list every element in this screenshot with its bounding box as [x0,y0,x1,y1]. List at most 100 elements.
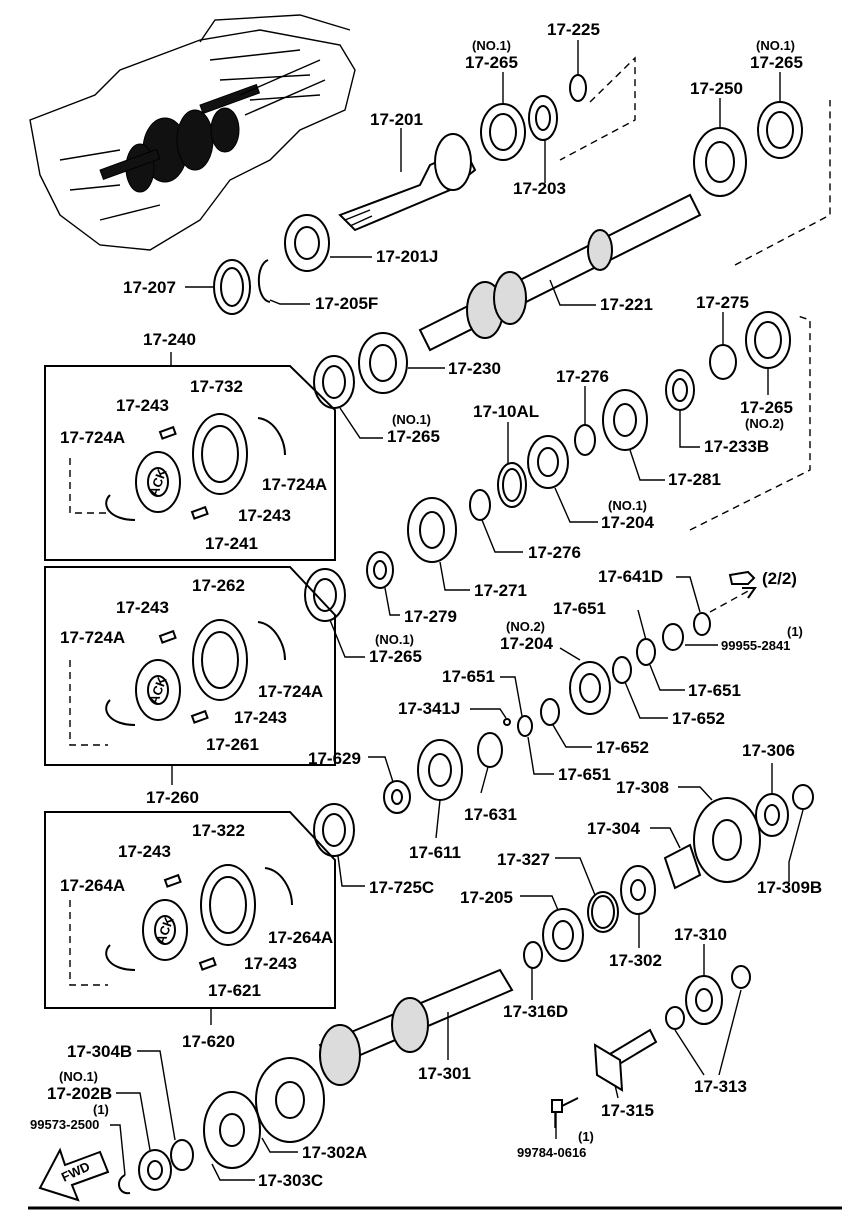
ball-17-341J [503,718,511,726]
label-17-611: 17-611 [409,843,461,862]
bearing-17-205 [542,908,584,962]
shaft-17-315 [593,1028,658,1092]
label-17-221: 17-221 [600,295,653,314]
washer-17-652-b [540,698,560,726]
label-17-204-b: 17-204 [500,634,553,653]
label-17-620: 17-620 [182,1032,235,1051]
snap-ring-17-205F [257,259,271,303]
label-17-281: 17-281 [668,470,721,489]
fwd-arrow-icon [38,1147,110,1202]
label-17-641D: 17-641D [598,567,663,586]
main-shaft-17-221 [418,193,702,352]
label-17-204-b-no: (NO.2) [506,619,545,634]
label-17-204-a: 17-204 [601,513,654,532]
gear-17-310 [685,975,723,1025]
bearing-17-233B [665,369,695,411]
gear-17-302 [620,865,656,915]
label-2-2: (2/2) [762,569,797,588]
label-99955-qty: (1) [787,624,803,639]
ring-17-316D [523,941,543,969]
bearing-17-204-b [569,661,611,715]
group-brackets [559,56,831,531]
synchronizer-ring-17-265-a [480,103,526,161]
transmission-case-illustration [29,14,356,251]
label-17-652-a: 17-652 [672,709,725,728]
label-17-732: 17-732 [190,377,243,396]
washer-17-313-a [731,965,751,989]
label-17-243-f: 17-243 [244,954,297,973]
label-17-724A-c: 17-724A [60,628,125,647]
label-17-243-b: 17-243 [238,506,291,525]
arrow-to-2-2 [709,587,757,613]
ring-99573-2500 [118,1174,131,1195]
part-labels: 17-225 (NO.1) 17-265 (NO.1) 17-265 17-20… [30,20,822,1190]
label-17-230: 17-230 [448,359,501,378]
label-17-652-b: 17-652 [596,738,649,757]
gear-17-271 [407,497,457,563]
ring-17-651-c [517,715,533,737]
box-17-260 [44,566,336,785]
synchronizer-ring-17-265-d [745,311,791,369]
input-shaft-17-201 [338,133,477,232]
label-17-205: 17-205 [460,888,513,907]
label-99573-2500: 99573-2500 [30,1117,99,1132]
label-17-225: 17-225 [547,20,600,39]
ring-17-225 [569,74,587,102]
label-17-10AL: 17-10AL [473,402,539,421]
label-17-271: 17-271 [474,581,527,600]
washer-17-652-a [612,656,632,684]
washer-17-313-b [665,1006,685,1030]
bearing-17-279 [366,551,394,589]
label-17-304: 17-304 [587,819,640,838]
label-17-301: 17-301 [418,1064,471,1083]
reverse-gear-17-303C [203,1091,261,1169]
shim-17-10AL [497,462,527,508]
label-17-315: 17-315 [601,1101,654,1120]
label-17-243-a: 17-243 [116,396,169,415]
label-17-264A-b: 17-264A [268,928,333,947]
label-17-306: 17-306 [742,741,795,760]
label-17-651-d: 17-651 [558,765,611,784]
label-17-265-e-no: (NO.1) [375,632,414,647]
ring-17-327 [587,891,619,933]
nut-17-629 [383,780,411,814]
bushing-17-275 [709,344,737,380]
bearing-17-203 [528,95,558,141]
label-17-243-c: 17-243 [116,598,169,617]
gear-17-230 [358,332,408,394]
gear-17-250 [693,127,747,197]
label-17-265-d: 17-265 [740,398,793,417]
label-17-275: 17-275 [696,293,749,312]
label-17-262: 17-262 [192,576,245,595]
label-99955-2841: 99955-2841 [721,638,790,653]
label-17-310: 17-310 [674,925,727,944]
label-17-265-e: 17-265 [369,647,422,666]
label-17-651-c: 17-651 [442,667,495,686]
label-17-265-a-no: (NO.1) [472,38,511,53]
bearing-17-306 [755,793,789,837]
label-17-265-b: 17-265 [750,53,803,72]
label-17-302: 17-302 [609,951,662,970]
label-17-341J: 17-341J [398,699,460,718]
label-17-203: 17-203 [513,179,566,198]
ring-17-631 [477,732,503,768]
label-17-265-c: 17-265 [387,427,440,446]
gear-17-308 [693,797,761,883]
label-17-621: 17-621 [208,981,261,1000]
gear-17-611 [417,739,463,801]
label-17-204-a-no: (NO.1) [608,498,647,513]
ring-99955-2841 [662,623,684,651]
label-17-265-b-no: (NO.1) [756,38,795,53]
synchronizer-ring-17-265-c [313,355,355,409]
box-17-240 [44,352,336,561]
sleeve-17-304 [663,843,702,890]
ring-17-641D [693,612,711,636]
synchronizer-ring-17-725C [313,803,355,857]
label-17-233B: 17-233B [704,437,769,456]
label-17-631: 17-631 [464,805,517,824]
label-17-243-e: 17-243 [118,842,171,861]
label-17-250: 17-250 [690,79,743,98]
label-17-202B-no: (NO.1) [59,1069,98,1084]
